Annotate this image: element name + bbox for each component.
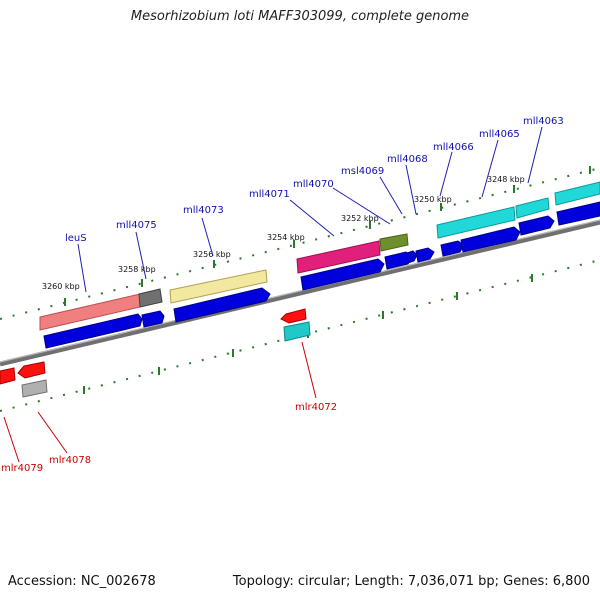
gene-label-mlr4079[interactable]: mlr4079 <box>1 463 43 474</box>
cds-arrow-leuS[interactable] <box>43 313 143 349</box>
gene-bar-mll4073[interactable] <box>169 269 268 304</box>
gene-bar-mlr4079[interactable] <box>0 367 16 385</box>
gene-label-mll4070[interactable]: mll4070 <box>293 179 334 190</box>
forward-label-leaders <box>77 126 543 293</box>
gene-label-mll4073[interactable]: mll4073 <box>183 205 224 216</box>
gene-label-mll4066[interactable]: mll4066 <box>433 142 474 153</box>
gene-label-mll4063[interactable]: mll4063 <box>523 116 564 127</box>
tick-label-3252: 3252 kbp <box>341 214 379 223</box>
gene-bar-mll4063[interactable] <box>554 181 600 206</box>
cds-arrow-msl4069[interactable] <box>406 250 418 264</box>
tick-label-3254: 3254 kbp <box>267 233 305 242</box>
gene-label-mll4075[interactable]: mll4075 <box>116 220 157 231</box>
forward-cds-arrows <box>43 201 600 349</box>
gene-label-mlr4078[interactable]: mlr4078 <box>49 455 91 466</box>
gene-bar-mll4071[interactable] <box>296 240 381 274</box>
tick-labels: 3260 kbp 3258 kbp 3256 kbp 3254 kbp 3252… <box>42 175 525 291</box>
cds-arrow-mll4065[interactable] <box>518 215 555 236</box>
gene-bar-mll4075[interactable] <box>138 288 163 308</box>
gene-bar-mll4066[interactable] <box>436 206 516 239</box>
reverse-label-leaders <box>3 341 317 463</box>
gene-bar-mlr4072-b[interactable] <box>283 321 311 342</box>
gene-label-mlr4072[interactable]: mlr4072 <box>295 402 337 413</box>
cds-arrow-mll4073[interactable] <box>173 287 271 323</box>
gene-bar-mlr4078-b[interactable] <box>21 379 48 398</box>
gene-label-mll4068[interactable]: mll4068 <box>387 154 428 165</box>
gene-label-mll4071[interactable]: mll4071 <box>249 189 290 200</box>
forward-gene-labels: leuS mll4075 mll4073 mll4071 mll4070 msl… <box>65 116 564 244</box>
tick-label-3256: 3256 kbp <box>193 250 231 259</box>
gene-bar-mlr4078[interactable] <box>17 361 46 379</box>
tick-label-3258: 3258 kbp <box>118 265 156 274</box>
genome-backbone <box>0 219 600 367</box>
gene-label-mll4065[interactable]: mll4065 <box>479 129 520 140</box>
cds-arrow-mll4075[interactable] <box>141 310 165 328</box>
gene-label-msl4069[interactable]: msl4069 <box>341 166 384 177</box>
cds-arrow-mll4071[interactable] <box>300 258 385 291</box>
reverse-gene-labels: mlr4072 mlr4078 mlr4079 <box>1 402 337 474</box>
map-title: Mesorhizobium loti MAFF303099, complete … <box>130 9 470 24</box>
gene-bar-mll4070[interactable] <box>379 233 409 252</box>
tick-label-3248: 3248 kbp <box>487 175 525 184</box>
tick-label-3250: 3250 kbp <box>414 195 452 204</box>
accession-label: Accession: NC_002678 <box>8 574 156 589</box>
cds-arrow-mll4063[interactable] <box>556 201 600 226</box>
reverse-gene-features <box>0 308 311 398</box>
major-ticks-upper <box>64 166 591 306</box>
topology-summary: Topology: circular; Length: 7,036,071 bp… <box>232 574 590 589</box>
tick-label-3260: 3260 kbp <box>42 282 80 291</box>
gene-label-leuS[interactable]: leuS <box>65 233 87 244</box>
cds-arrow-mll4066[interactable] <box>460 226 521 253</box>
gene-bar-mlr4072[interactable] <box>280 308 307 324</box>
forward-gene-features <box>39 181 600 331</box>
cds-arrow-mll4068[interactable] <box>415 247 435 263</box>
gene-bar-mll4065[interactable] <box>515 197 550 219</box>
